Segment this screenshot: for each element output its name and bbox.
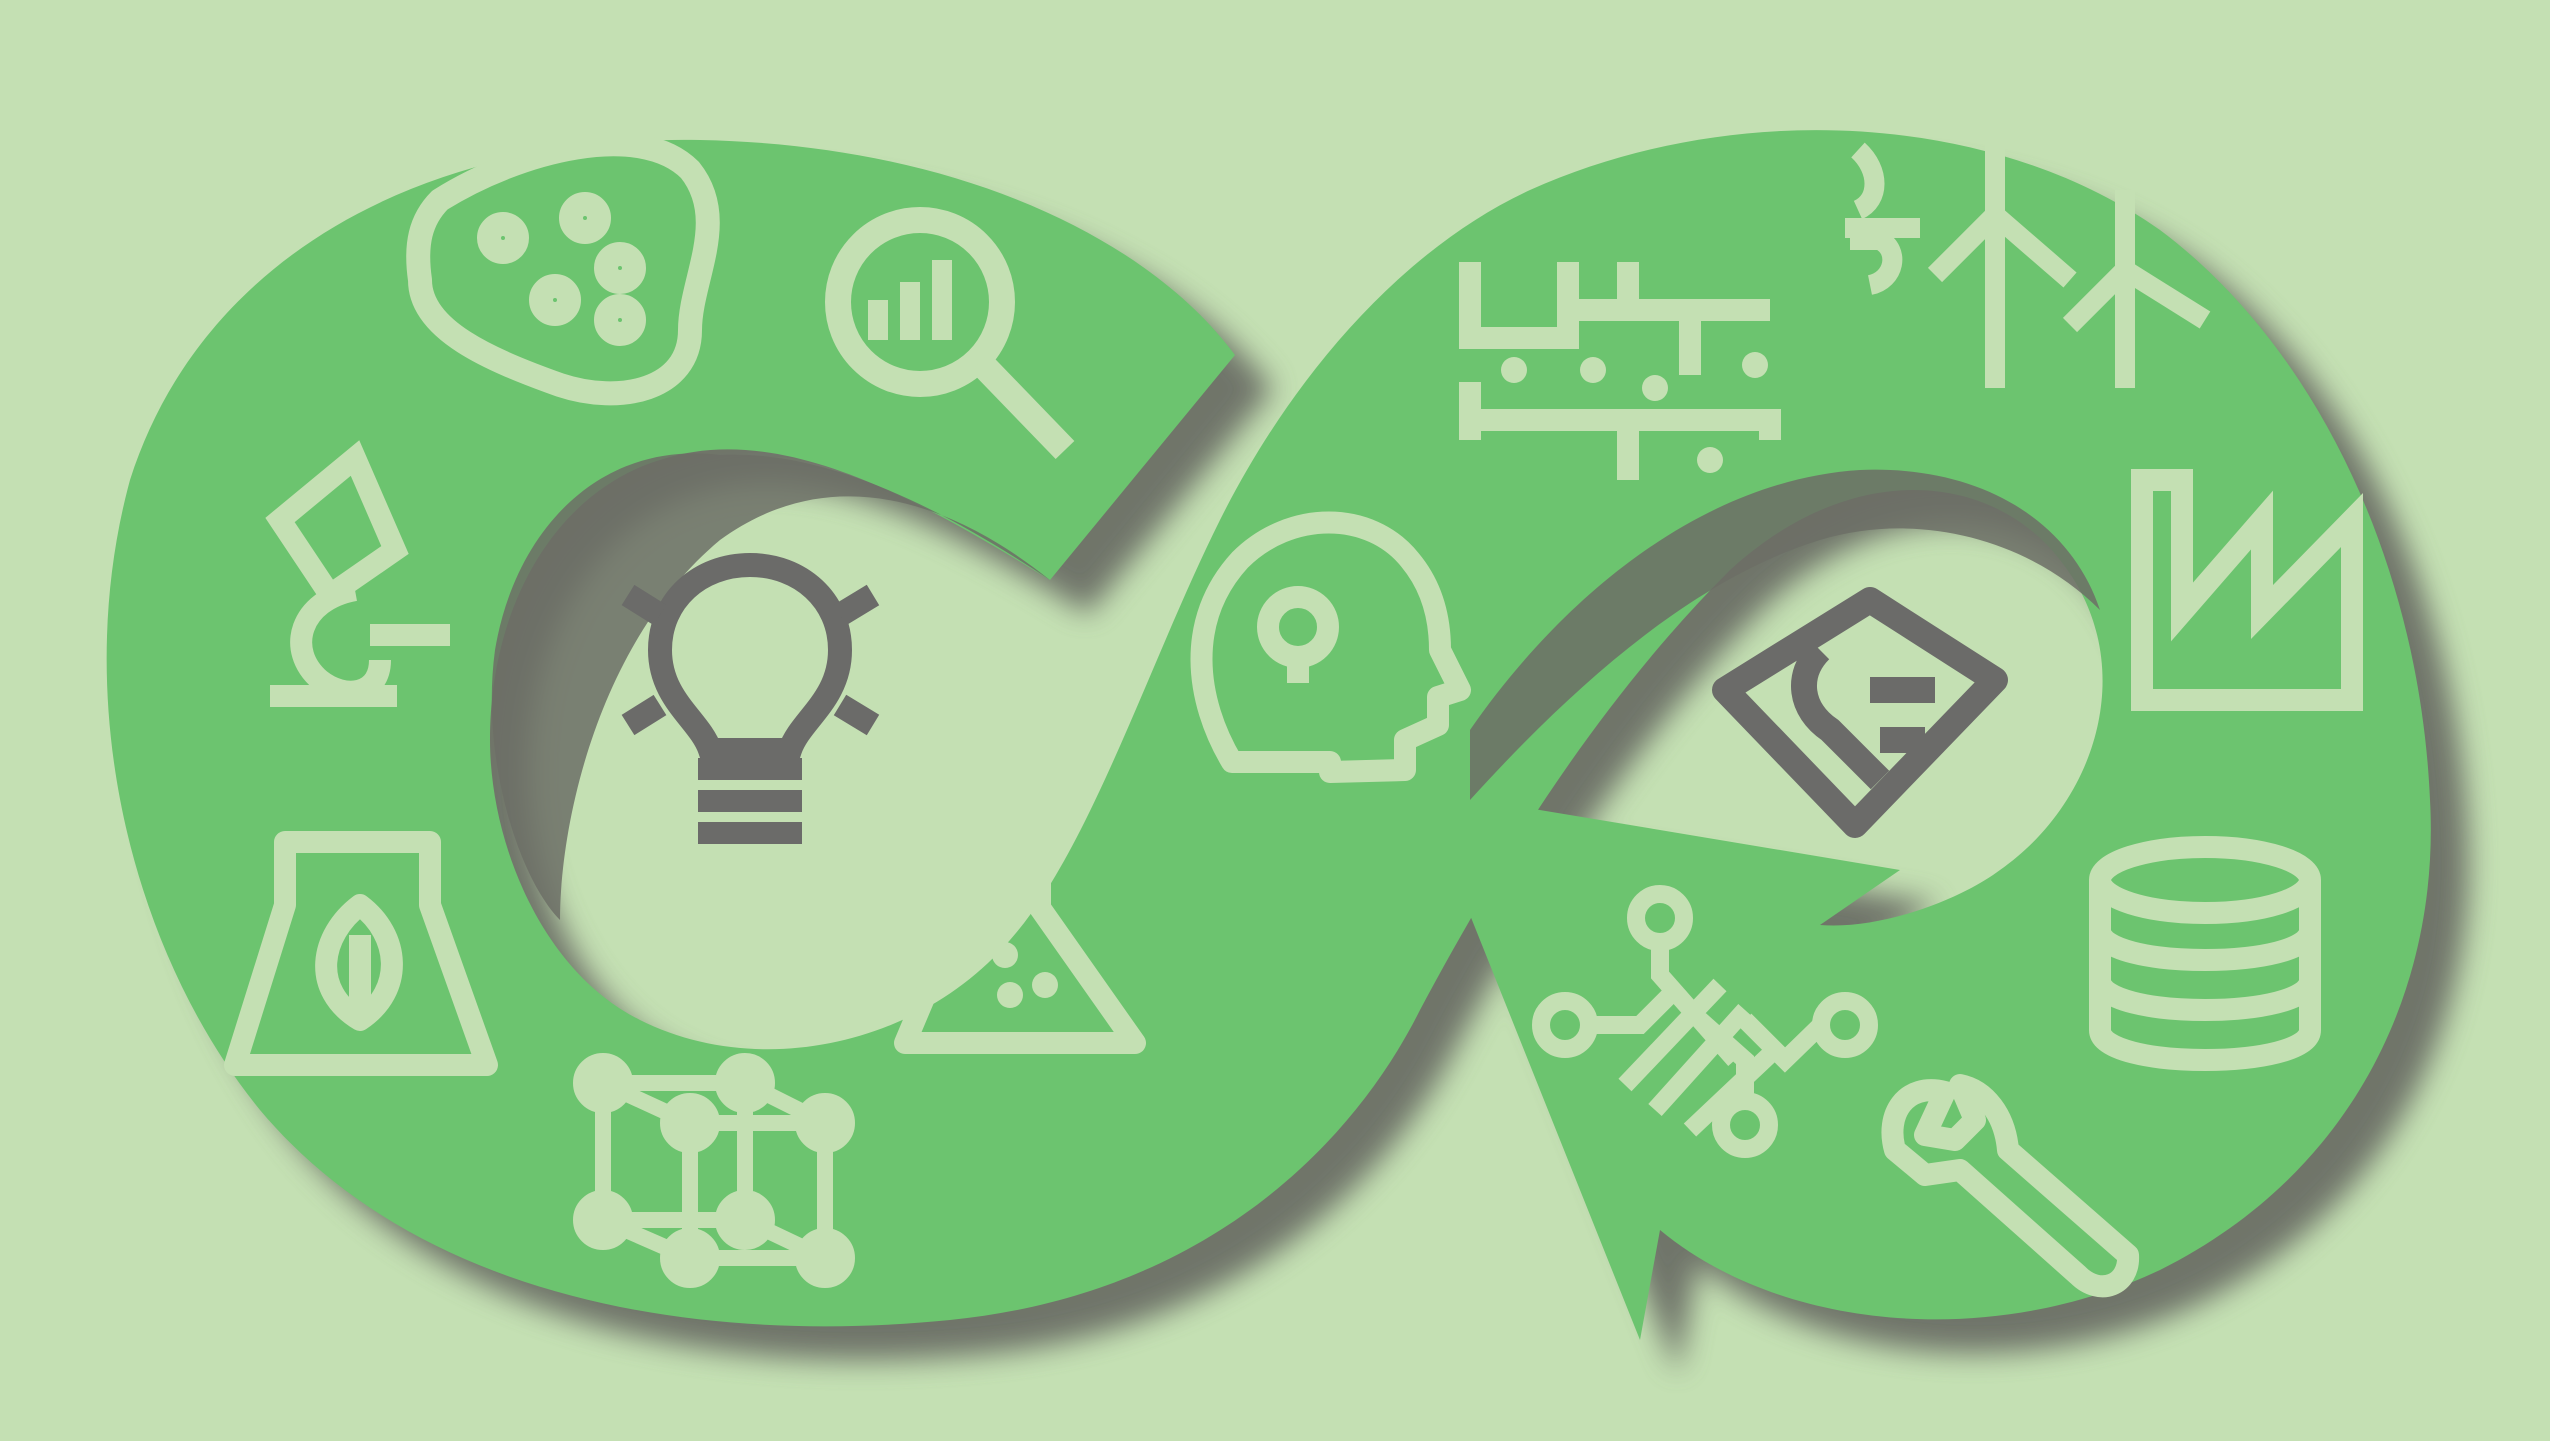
database-icon xyxy=(2089,836,2321,1071)
flask-leaf-icon xyxy=(224,831,498,1076)
cell-icon xyxy=(406,132,720,406)
lightbulb-icon xyxy=(621,552,880,844)
network-nodes-icon xyxy=(1532,885,1878,1158)
circuit-board-icon xyxy=(1459,262,1781,480)
head-idea-icon xyxy=(1190,511,1471,783)
wrench-icon xyxy=(1881,1074,2139,1298)
infinity-band xyxy=(106,130,2431,1340)
factory-icon xyxy=(2131,469,2363,711)
wind-turbines-icon xyxy=(1845,142,2211,388)
handshake-icon xyxy=(1712,587,2008,838)
magnifier-chart-icon xyxy=(825,207,1075,460)
right-loop-shadow xyxy=(1470,469,2100,800)
microscope-icon xyxy=(265,440,450,707)
flask-bubbles-icon xyxy=(894,803,1146,1054)
molecule-cube-icon xyxy=(573,1053,855,1288)
left-loop-shadow xyxy=(491,453,1050,920)
